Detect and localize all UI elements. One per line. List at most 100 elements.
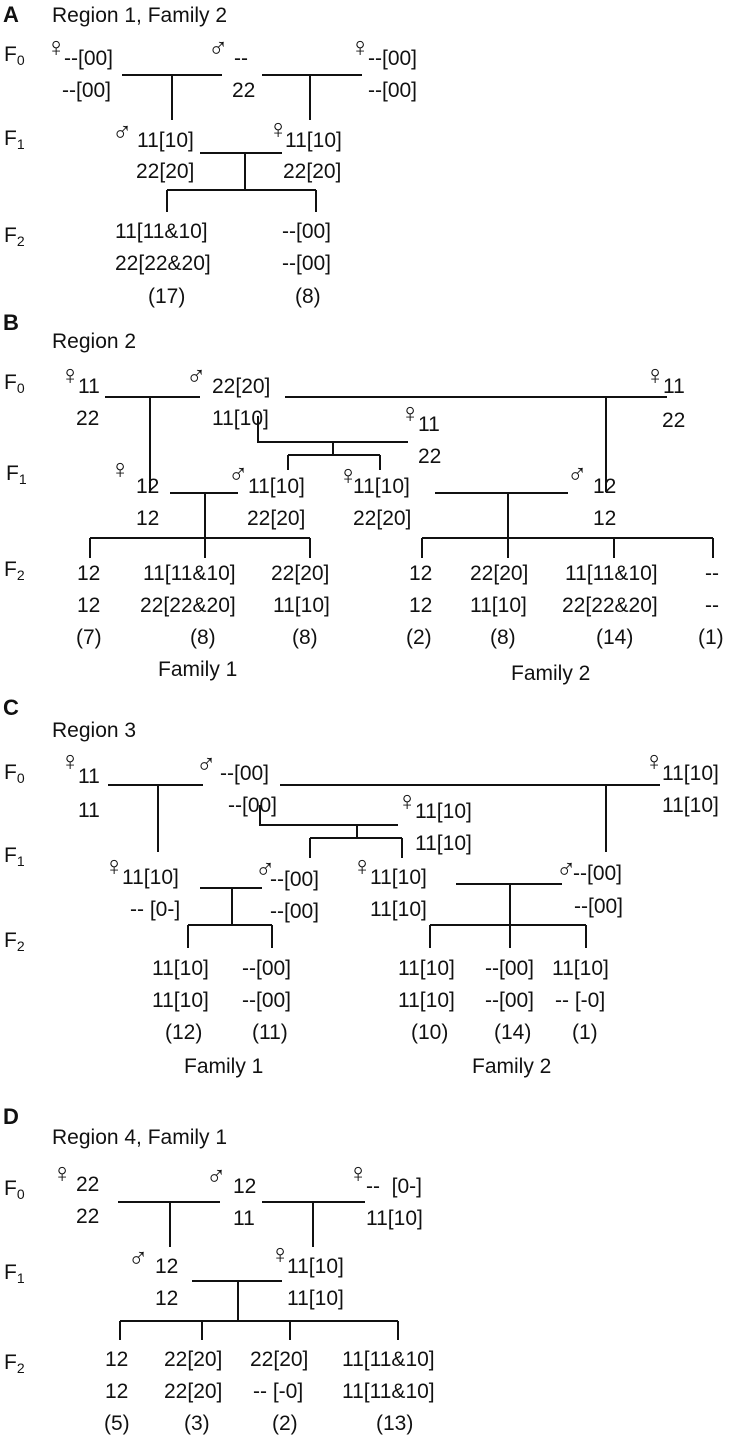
offspring-line1: 22[20] [250,1348,309,1371]
genotype-line2: 11[10] [370,898,427,921]
generation-label-f2: F2 [4,1351,25,1376]
female-symbol-icon: ♀ [397,786,418,816]
offspring-line2: -- [705,594,719,617]
offspring-count: (2) [406,626,432,649]
female-symbol-icon: ♀ [110,454,131,484]
offspring-line2: 12 [409,594,433,617]
genotype-line1: 12 [593,475,617,498]
offspring-count: (11) [252,1021,288,1044]
offspring-line1: 22[20] [271,562,330,585]
offspring-line2: 12 [105,1380,129,1403]
genotype-line2: --[00] [574,895,624,918]
panel-letter: A [3,2,19,27]
genotype-line2: 11 [78,799,100,822]
offspring-line1: 11[11&10] [115,220,208,243]
offspring-count: (14) [596,626,634,649]
family-label: Family 1 [158,658,238,681]
male-symbol-icon: ♂ [255,853,276,883]
genotype-line1: 22 [76,1173,100,1196]
generation-label-f2: F2 [4,224,25,249]
genotype-line2: 22 [662,409,686,432]
female-symbol-icon: ♀ [348,1158,369,1188]
offspring-line2: 22[22&20] [562,594,658,617]
panel-c-lines [108,784,660,948]
offspring-line1: 12 [409,562,433,585]
panel-letter: C [3,695,19,720]
male-symbol-icon: ♂ [128,1242,149,1272]
male-symbol-icon: ♂ [556,853,577,883]
offspring-count: (2) [272,1412,298,1435]
offspring-count: (8) [295,285,321,308]
generation-label-f0: F0 [4,43,25,68]
female-symbol-icon: ♀ [644,746,665,776]
genotype-line2: 11[10] [662,794,719,817]
generation-label-f2: F2 [4,929,25,954]
male-symbol-icon: ♂ [112,116,133,146]
female-symbol-icon: ♀ [338,460,359,490]
panel-b-lines [89,396,714,558]
genotype-line2: 12 [593,507,617,530]
offspring-count: (8) [292,626,318,649]
offspring-line2: -- [-0] [555,989,606,1012]
female-symbol-icon: ♀ [52,1158,73,1188]
female-symbol-icon: ♀ [104,851,125,881]
genotype-line1: 11 [78,375,100,398]
genotype-line1: --[00] [368,47,418,70]
offspring-line1: -- [705,562,719,585]
genotype-line2: --[00] [228,794,278,817]
offspring-line2: 22[22&20] [140,594,236,617]
genotype-line1: --[00] [64,47,114,70]
offspring-line1: --[00] [282,220,332,243]
panel-title: Region 1, Family 2 [52,4,228,27]
offspring-count: (14) [494,1021,532,1044]
panel-title: Region 2 [52,330,137,353]
offspring-line1: 11[10] [552,957,609,980]
genotype-line2: 22[20] [136,160,195,183]
female-symbol-icon: ♀ [46,32,67,62]
offspring-line1: --[00] [485,957,535,980]
female-symbol-icon: ♀ [352,851,373,881]
female-symbol-icon: ♀ [400,398,421,428]
offspring-line2: 11[10] [398,989,455,1012]
genotype-line2: 22 [76,407,100,430]
genotype-line1: --[00] [573,862,623,885]
offspring-count: (3) [184,1412,210,1435]
genotype-line1: 12 [233,1175,257,1198]
genotype-line1: 11[10] [285,129,342,152]
offspring-line2: --[00] [282,252,332,275]
genotype-line2: 12 [155,1287,179,1310]
genotype-line2: 22[20] [283,160,342,183]
female-symbol-icon: ♀ [60,746,81,776]
panel-a-lines [122,74,362,212]
offspring-line1: 11[11&10] [565,562,658,585]
genotype-line2: 11[10] [212,407,269,430]
offspring-line1: 22[20] [470,562,529,585]
genotype-line2: --[00] [62,79,112,102]
genotype-line2: 11 [233,1207,255,1230]
offspring-line1: 11[10] [398,957,455,980]
genotype-line1: 12 [136,475,160,498]
panel-title: Region 4, Family 1 [52,1126,228,1149]
genotype-line1: -- [0-] [366,1175,422,1198]
offspring-count: (13) [376,1412,414,1435]
offspring-line2: 12 [77,594,101,617]
offspring-line1: --[00] [242,957,292,980]
offspring-line2: 11[10] [470,594,527,617]
genotype-line1: 11[10] [353,475,410,498]
genotype-line1: 11[10] [287,1255,344,1278]
panel-title: Region 3 [52,719,137,742]
male-symbol-icon: ♂ [228,458,249,488]
panel-letter: D [3,1104,19,1129]
family-label: Family 2 [472,1055,552,1078]
genotype-line2: 11[10] [366,1207,423,1230]
male-symbol-icon: ♂ [196,748,217,778]
offspring-line2: 11[10] [273,594,330,617]
offspring-line2: --[00] [242,989,292,1012]
genotype-line1: 11 [663,375,685,398]
genotype-line1: 11[10] [370,866,427,889]
panel-letter: B [3,310,19,335]
female-symbol-icon: ♀ [645,360,666,390]
genotype-line1: 11[10] [122,866,179,889]
offspring-count: (8) [190,626,216,649]
generation-label-f1: F1 [4,1261,25,1286]
